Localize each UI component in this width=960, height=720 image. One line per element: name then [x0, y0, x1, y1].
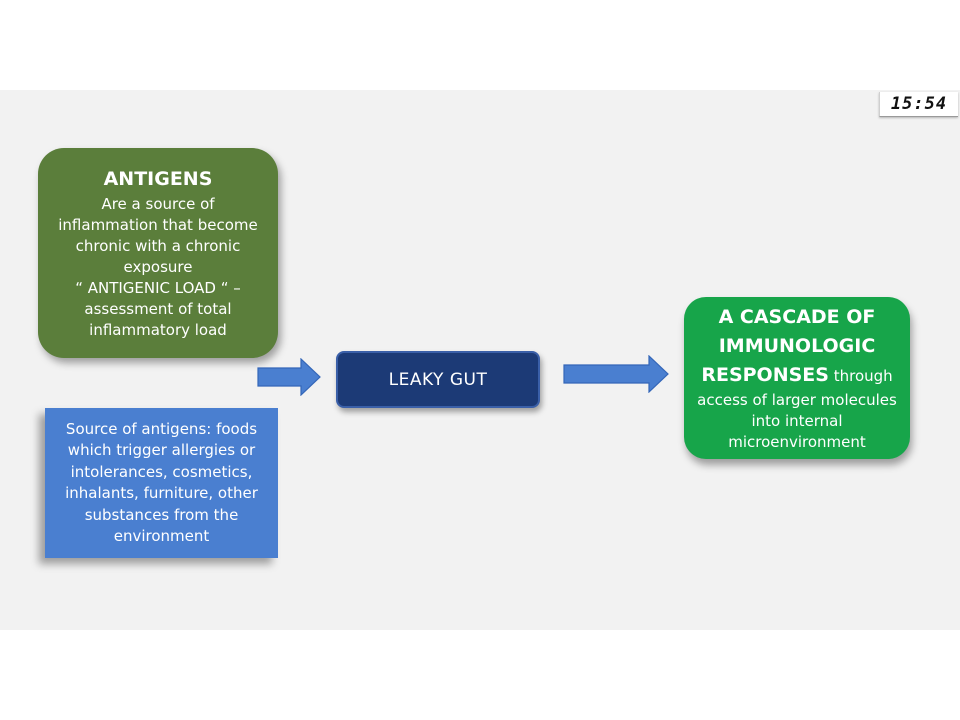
- leaky-gut-label: LEAKY GUT: [388, 369, 488, 390]
- antigens-line: “ ANTIGENIC LOAD “ –: [75, 278, 241, 297]
- source-line: intolerances, cosmetics,: [70, 462, 253, 481]
- leaky-gut-box: LEAKY GUT: [336, 351, 540, 408]
- arrow-to-leaky-gut: [257, 358, 321, 396]
- arrow-to-cascade: [563, 355, 669, 393]
- source-line: inhalants, furniture, other: [65, 484, 258, 502]
- clock-display: 15:54: [879, 92, 958, 117]
- antigens-line: inflammation that become: [58, 215, 258, 234]
- cascade-through-text: through: [828, 367, 893, 385]
- cascade-line: microenvironment: [728, 433, 866, 451]
- source-line: substances from the: [84, 505, 239, 524]
- source-line: which trigger allergies or: [67, 441, 256, 459]
- antigens-title: ANTIGENS: [103, 167, 213, 190]
- antigens-line: chronic with a chronic: [75, 236, 241, 255]
- antigens-line: inflammatory load: [89, 320, 227, 339]
- cascade-heading-responses: RESPONSES: [701, 364, 829, 386]
- antigens-line: assessment of total: [84, 299, 232, 318]
- cascade-line: into internal: [751, 412, 843, 430]
- cascade-heading-line: A CASCADE OF: [718, 306, 876, 328]
- source-of-antigens-box: Source of antigens: foods which trigger …: [45, 408, 278, 558]
- antigens-box: ANTIGENS Are a source of inflammation th…: [38, 148, 278, 358]
- cascade-line: access of larger molecules: [697, 391, 897, 409]
- cascade-heading-line-with-suffix: RESPONSES through: [701, 361, 892, 390]
- source-line: Source of antigens: foods: [65, 419, 258, 438]
- cascade-heading-line: IMMUNOLOGIC: [718, 335, 876, 357]
- antigens-line: exposure: [123, 257, 193, 276]
- immunologic-cascade-box: A CASCADE OF IMMUNOLOGIC RESPONSES throu…: [684, 297, 910, 459]
- source-line: environment: [113, 527, 210, 545]
- antigens-line: Are a source of: [101, 194, 215, 213]
